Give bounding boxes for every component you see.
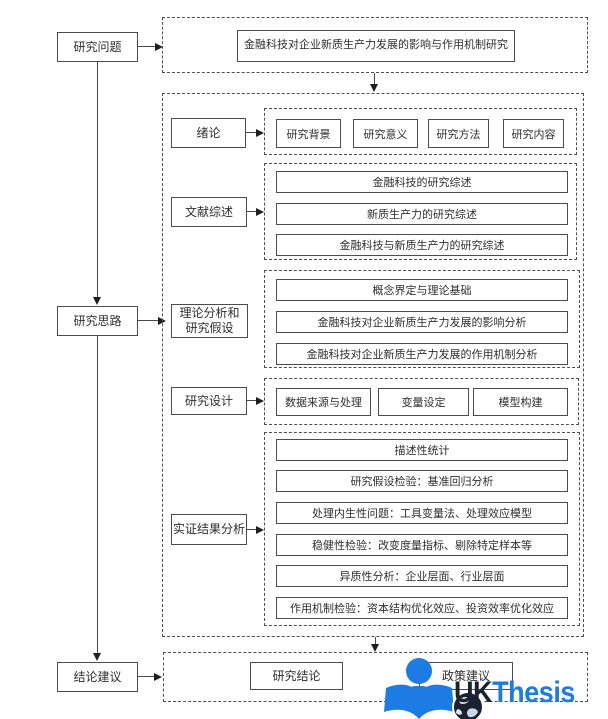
box-research-significance: 研究意义 xyxy=(353,119,418,148)
logo-wordmark: UKThesis xyxy=(454,678,575,708)
dashed-group-empirical: 描述性统计 研究假设检验：基准回归分析 处理内生性问题：工具变量法、处理效应模型… xyxy=(264,432,580,626)
logo-thesis-text: Thesis xyxy=(492,676,575,709)
dashed-group-intro: 研究背景 研究意义 研究方法 研究内容 xyxy=(264,108,577,155)
box-robustness: 稳健性检验：改变度量指标、剔除特定样本等 xyxy=(276,534,568,556)
reader-book-globe-icon xyxy=(384,658,484,719)
box-thesis-title: 金融科技对企业新质生产力发展的影响与作用机制研究 xyxy=(237,30,515,62)
box-heterogeneity: 异质性分析：企业层面、行业层面 xyxy=(276,565,568,587)
dashed-container-conclusion xyxy=(163,652,588,702)
box-research-idea: 研究思路 xyxy=(57,306,138,336)
dashed-container-body xyxy=(162,93,584,637)
box-lit-both: 金融科技与新质生产力的研究综述 xyxy=(276,234,568,256)
connector-title-to-body xyxy=(374,73,376,84)
arrowhead-right-icon xyxy=(255,396,264,405)
box-research-background: 研究背景 xyxy=(276,119,341,148)
box-hypothesis-test: 研究假设检验：基准回归分析 xyxy=(276,470,568,492)
arrowhead-down-icon xyxy=(92,653,101,661)
dashed-group-literature: 金融科技的研究综述 新质生产力的研究综述 金融科技与新质生产力的研究综述 xyxy=(264,163,577,260)
arrowhead-down-icon xyxy=(370,644,379,652)
box-theory-impact: 金融科技对企业新质生产力发展的影响分析 xyxy=(276,311,568,333)
logo-uk-text: UK xyxy=(454,676,493,709)
connector-design xyxy=(247,400,256,402)
connector-literature xyxy=(247,211,256,213)
box-policy-suggestion: 政策建议 xyxy=(419,662,513,690)
box-descriptive-stats: 描述性统计 xyxy=(276,439,568,461)
connector-question-to-title xyxy=(138,46,156,48)
arrowhead-right-icon xyxy=(255,128,264,137)
box-section-theory: 理论分析和研究假设 xyxy=(171,304,248,338)
box-lit-new-productivity: 新质生产力的研究综述 xyxy=(276,203,568,225)
box-section-intro: 绪论 xyxy=(171,118,246,148)
arrowhead-right-icon xyxy=(255,207,264,216)
ukthesis-logo: UKThesis xyxy=(373,651,608,719)
box-research-method: 研究方法 xyxy=(428,119,489,148)
connector-idea-to-conclusion xyxy=(96,336,98,653)
box-model-construction: 模型构建 xyxy=(473,388,568,416)
connector-intro xyxy=(246,132,256,134)
arrowhead-down-icon xyxy=(369,84,378,92)
arrowhead-down-icon xyxy=(92,297,101,305)
dashed-group-design: 数据来源与处理 变量设定 模型构建 xyxy=(264,378,579,425)
connector-idea-to-theory xyxy=(138,320,158,322)
dashed-group-theory: 概念界定与理论基础 金融科技对企业新质生产力发展的影响分析 金融科技对企业新质生… xyxy=(264,270,580,368)
box-variable-setting: 变量设定 xyxy=(378,388,469,416)
box-section-empirical: 实证结果分析 xyxy=(171,514,247,545)
arrowhead-right-icon xyxy=(155,42,163,51)
box-data-source: 数据来源与处理 xyxy=(276,388,371,416)
box-section-design: 研究设计 xyxy=(171,387,247,415)
connector-empirical xyxy=(247,529,256,531)
box-research-content: 研究内容 xyxy=(503,119,564,148)
box-research-question: 研究问题 xyxy=(57,32,138,62)
dashed-container-title xyxy=(162,17,588,73)
box-theory-concepts: 概念界定与理论基础 xyxy=(276,279,568,301)
connector-body-to-bottom xyxy=(375,637,377,645)
arrowhead-right-icon xyxy=(154,672,162,681)
box-theory-mechanism: 金融科技对企业新质生产力发展的作用机制分析 xyxy=(276,343,568,365)
box-section-literature: 文献综述 xyxy=(171,197,247,227)
box-research-conclusion: 研究结论 xyxy=(250,662,343,690)
arrowhead-right-icon xyxy=(255,525,264,534)
box-conclusion-suggestion: 结论建议 xyxy=(57,662,138,692)
connector-question-to-idea xyxy=(96,62,98,297)
connector-conclusion-to-bottom xyxy=(138,676,155,678)
box-endogeneity: 处理内生性问题：工具变量法、处理效应模型 xyxy=(276,502,568,524)
box-mechanism-test: 作用机制检验：资本结构优化效应、投资效率优化效应 xyxy=(276,597,568,619)
box-lit-fintech: 金融科技的研究综述 xyxy=(276,171,568,193)
